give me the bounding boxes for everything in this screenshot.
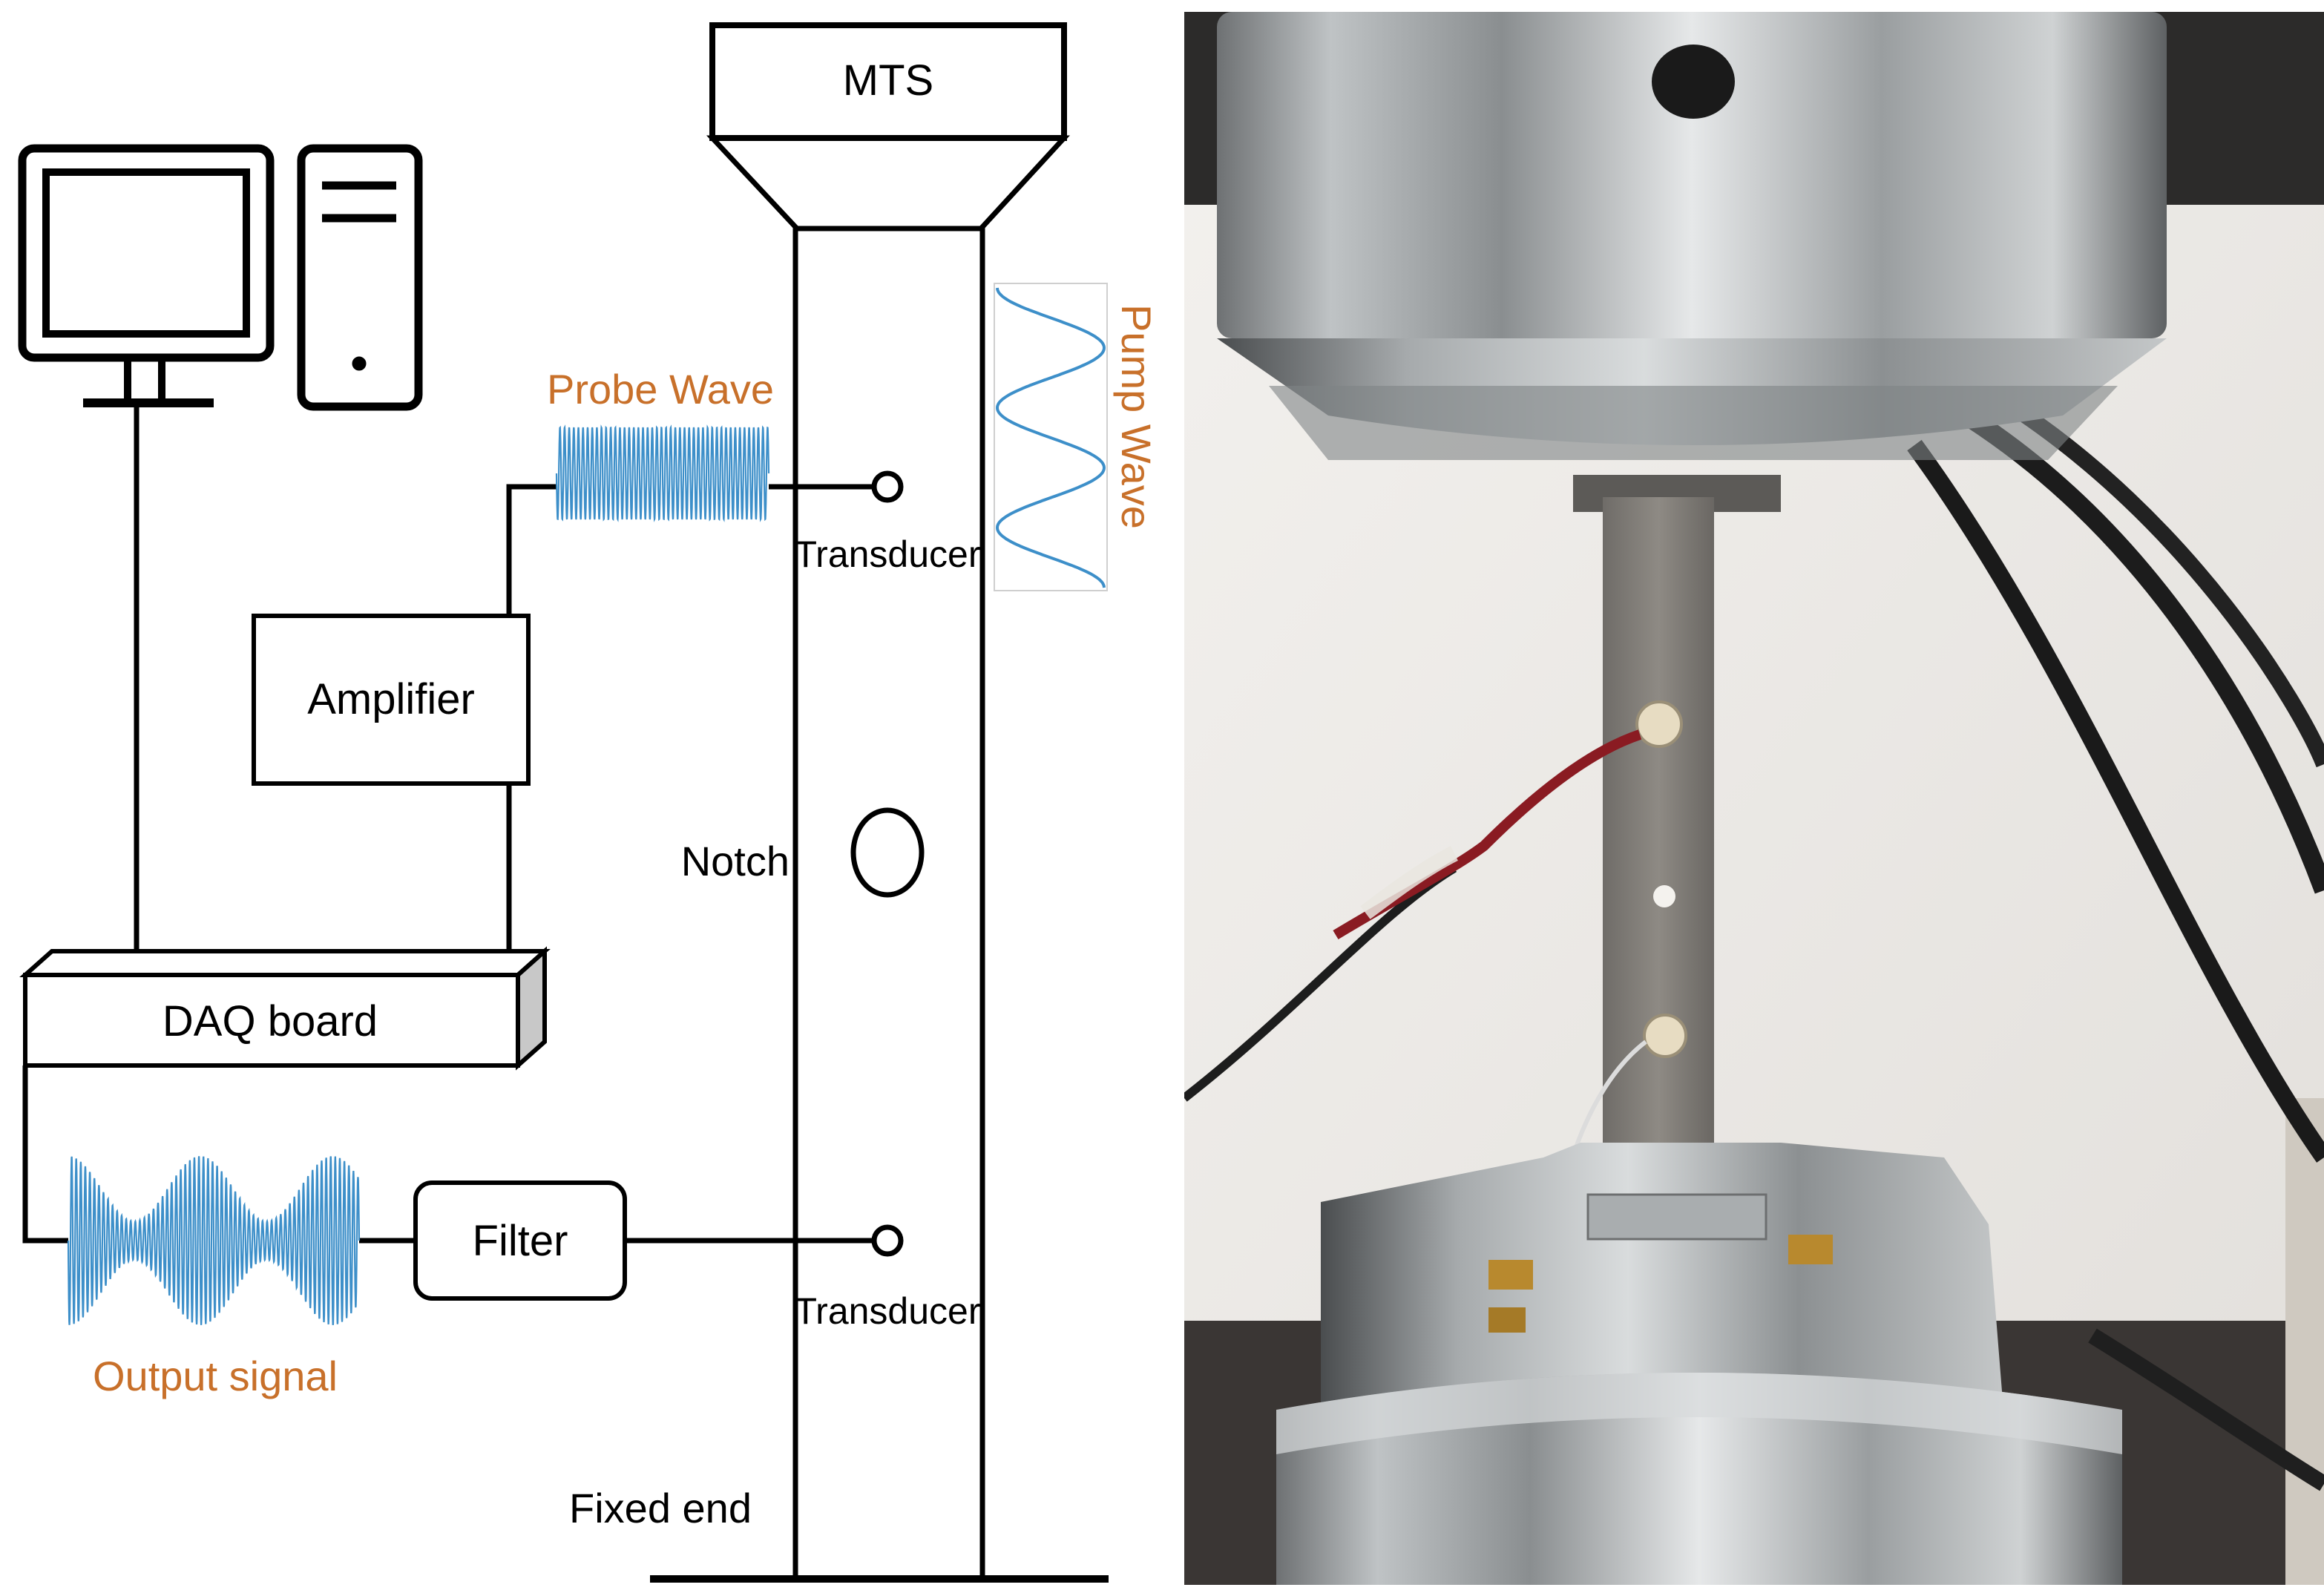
transducer-bottom-node — [871, 1224, 904, 1257]
monitor-icon — [18, 144, 275, 407]
daq-label: DAQ board — [163, 997, 378, 1045]
schematic-diagram — [18, 22, 1109, 1583]
pump-wave-label: Pump Wave — [1113, 304, 1160, 529]
photo-transducer-bottom — [1643, 1014, 1687, 1058]
transducer-bottom-label: Transducer — [794, 1290, 980, 1332]
amplifier-box — [252, 614, 531, 786]
daq-board-box — [19, 946, 551, 1071]
transducer-top-label: Transducer — [794, 533, 980, 575]
filter-label: Filter — [473, 1217, 568, 1265]
notch-label: Notch — [681, 838, 790, 884]
mts-funnel — [706, 135, 1070, 231]
photo-transducer-top — [1635, 700, 1683, 748]
transducer-top-node — [871, 470, 904, 503]
amplifier-label: Amplifier — [307, 675, 475, 723]
notch-hole — [850, 807, 925, 898]
pump-wave-frame — [994, 283, 1108, 591]
test-rig-photograph — [1184, 12, 2324, 1585]
pc-tower-icon — [297, 144, 423, 411]
pump-wave-signal — [995, 287, 1106, 588]
probe-wave-label: Probe Wave — [547, 366, 774, 413]
fixed-end-label: Fixed end — [569, 1485, 752, 1531]
output-signal-label: Output signal — [93, 1353, 338, 1399]
output-signal-waveform — [67, 1156, 361, 1325]
probe-wave-signal — [555, 424, 770, 522]
mts-label: MTS — [843, 56, 933, 105]
